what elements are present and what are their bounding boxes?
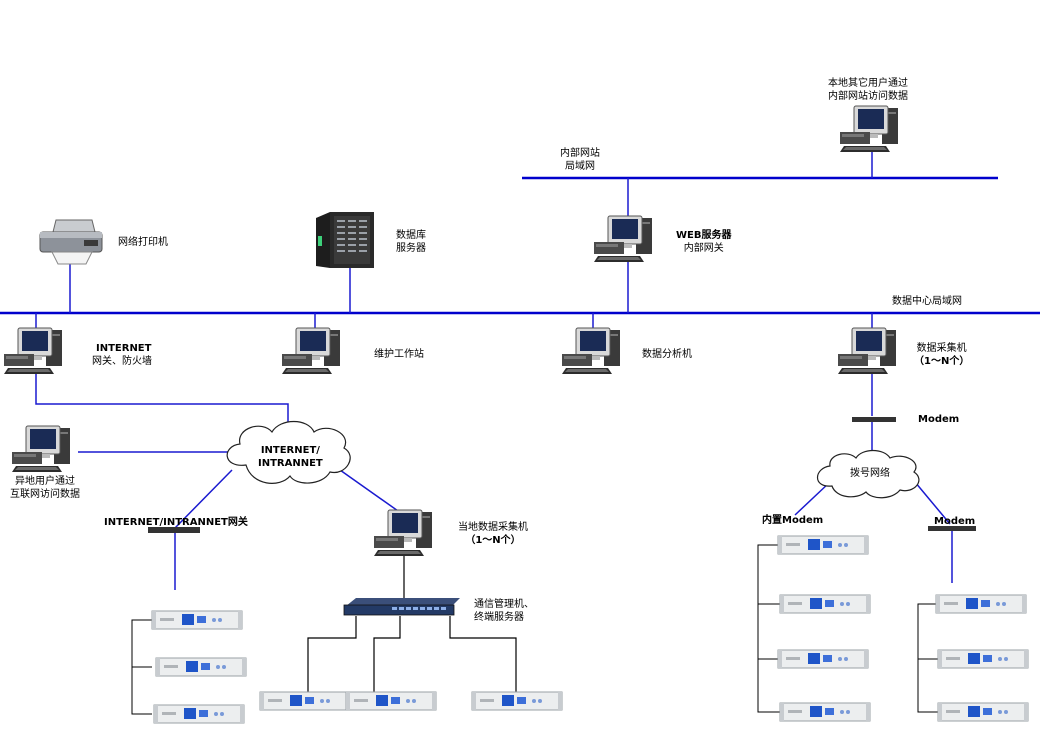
- internet-cloud-label-line2: INTRANNET: [258, 458, 323, 469]
- rack-unit-right-b2: [937, 649, 1029, 669]
- intranet-lan-label-line1: 内部网站: [560, 148, 600, 159]
- local-collector-label-line2: （1～N个）: [465, 535, 521, 546]
- dialup-network-label: 拨号网络: [850, 468, 890, 479]
- local-users-label: 本地其它用户通过 内部网站访问数据: [828, 77, 908, 103]
- maint-workstation-computer-icon: [281, 327, 341, 375]
- remote-user-label-line2: 互联网访问数据: [10, 489, 80, 500]
- comm-manager-label: 通信管理机、 终端服务器: [474, 598, 534, 624]
- modem-right-device: [928, 526, 976, 531]
- modem-top-label: Modem: [918, 414, 960, 425]
- internet-cloud-label: INTERNET/ INTRANNET: [258, 444, 323, 470]
- printer-label: 网络打印机: [118, 237, 168, 248]
- rack-unit-right-b3: [937, 702, 1029, 722]
- db-server-label-line2: 服务器: [396, 243, 426, 254]
- local-collector-label-line1: 当地数据采集机: [458, 522, 528, 533]
- modem-right-label: Modem: [934, 516, 976, 527]
- dialup-cloud-icon: [816, 449, 920, 499]
- db-server-label: 数据库 服务器: [396, 229, 426, 255]
- rack-unit-left-1: [151, 610, 243, 630]
- rack-unit-right-b1: [935, 594, 1027, 614]
- switch-branch-2: [373, 616, 401, 692]
- dialup-to-modem-right: [914, 481, 951, 525]
- web-server-label-line2: 内部网关: [683, 243, 724, 254]
- collector-label-line2: （1～N个）: [914, 356, 970, 367]
- web-server-label-line1: WEB服务器: [676, 230, 732, 241]
- comm-manager-label-line2: 终端服务器: [474, 612, 524, 623]
- local-users-label-line1: 本地其它用户通过: [828, 78, 908, 89]
- modem-top-device: [852, 417, 896, 422]
- local-collector-computer-icon: [373, 509, 433, 557]
- rack-unit-bottom-3: [471, 691, 563, 711]
- intranet-gateway-device: [148, 527, 200, 533]
- analysis-computer-icon: [561, 327, 621, 375]
- rack-unit-right-a2: [779, 594, 871, 614]
- gateway-to-cloud: [35, 372, 289, 432]
- datacenter-lan-label: 数据中心局域网: [892, 296, 962, 307]
- rack-unit-left-2: [155, 657, 247, 677]
- db-server-label-line1: 数据库: [396, 230, 426, 241]
- internet-cloud-label-line1: INTERNET/: [260, 445, 320, 456]
- collector-computer-icon: [837, 327, 897, 375]
- right-rack-bracket-2: [917, 603, 938, 713]
- rack-unit-right-a4: [779, 702, 871, 722]
- collector-label: 数据采集机 （1～N个）: [914, 342, 969, 368]
- web-server-label: WEB服务器 内部网关: [676, 229, 731, 255]
- rack-unit-left-3: [153, 704, 245, 724]
- cloud-to-gateway-link: [174, 469, 233, 529]
- intranet-lan-label: 内部网站 局域网: [560, 147, 600, 173]
- database-server-icon: [316, 212, 374, 268]
- network-switch-icon: [343, 598, 460, 616]
- printer-icon: [39, 219, 103, 265]
- intranet-lan-label-line2: 局域网: [565, 161, 595, 172]
- local-collector-label: 当地数据采集机 （1～N个）: [458, 521, 528, 547]
- comm-manager-label-line1: 通信管理机、: [474, 599, 534, 610]
- right-rack-bracket-1: [757, 544, 780, 713]
- internet-gateway-label: INTERNET 网关、防火墙: [92, 342, 152, 368]
- internet-gateway-label-line2: 网关、防火墙: [92, 356, 152, 367]
- maint-workstation-label: 维护工作站: [374, 349, 424, 360]
- rack-unit-bottom-1: [259, 691, 351, 711]
- switch-branch-1: [307, 616, 357, 692]
- remote-user-computer-icon: [11, 425, 71, 473]
- analysis-label: 数据分析机: [642, 349, 692, 360]
- dialup-to-builtin-modem: [794, 481, 831, 516]
- local-users-label-line2: 内部网站访问数据: [828, 91, 908, 102]
- remote-user-label: 异地用户通过 互联网访问数据: [10, 475, 80, 501]
- internet-gateway-label-line1: INTERNET: [96, 343, 152, 354]
- rack-unit-bottom-2: [345, 691, 437, 711]
- intranet-gateway-label: INTERNET/INTRANNET网关: [104, 517, 248, 528]
- internet-gateway-computer-icon: [3, 327, 63, 375]
- internet-cloud-icon: [226, 420, 351, 484]
- rack-unit-right-a3: [777, 649, 869, 669]
- rack-unit-right-a1: [777, 535, 869, 555]
- builtin-modem-label: 内置Modem: [762, 515, 824, 526]
- local-user-computer-icon: [839, 105, 899, 153]
- switch-branch-3: [449, 616, 517, 692]
- collector-label-line1: 数据采集机: [916, 343, 967, 354]
- remote-user-label-line1: 异地用户通过: [15, 476, 75, 487]
- web-server-computer-icon: [593, 215, 653, 263]
